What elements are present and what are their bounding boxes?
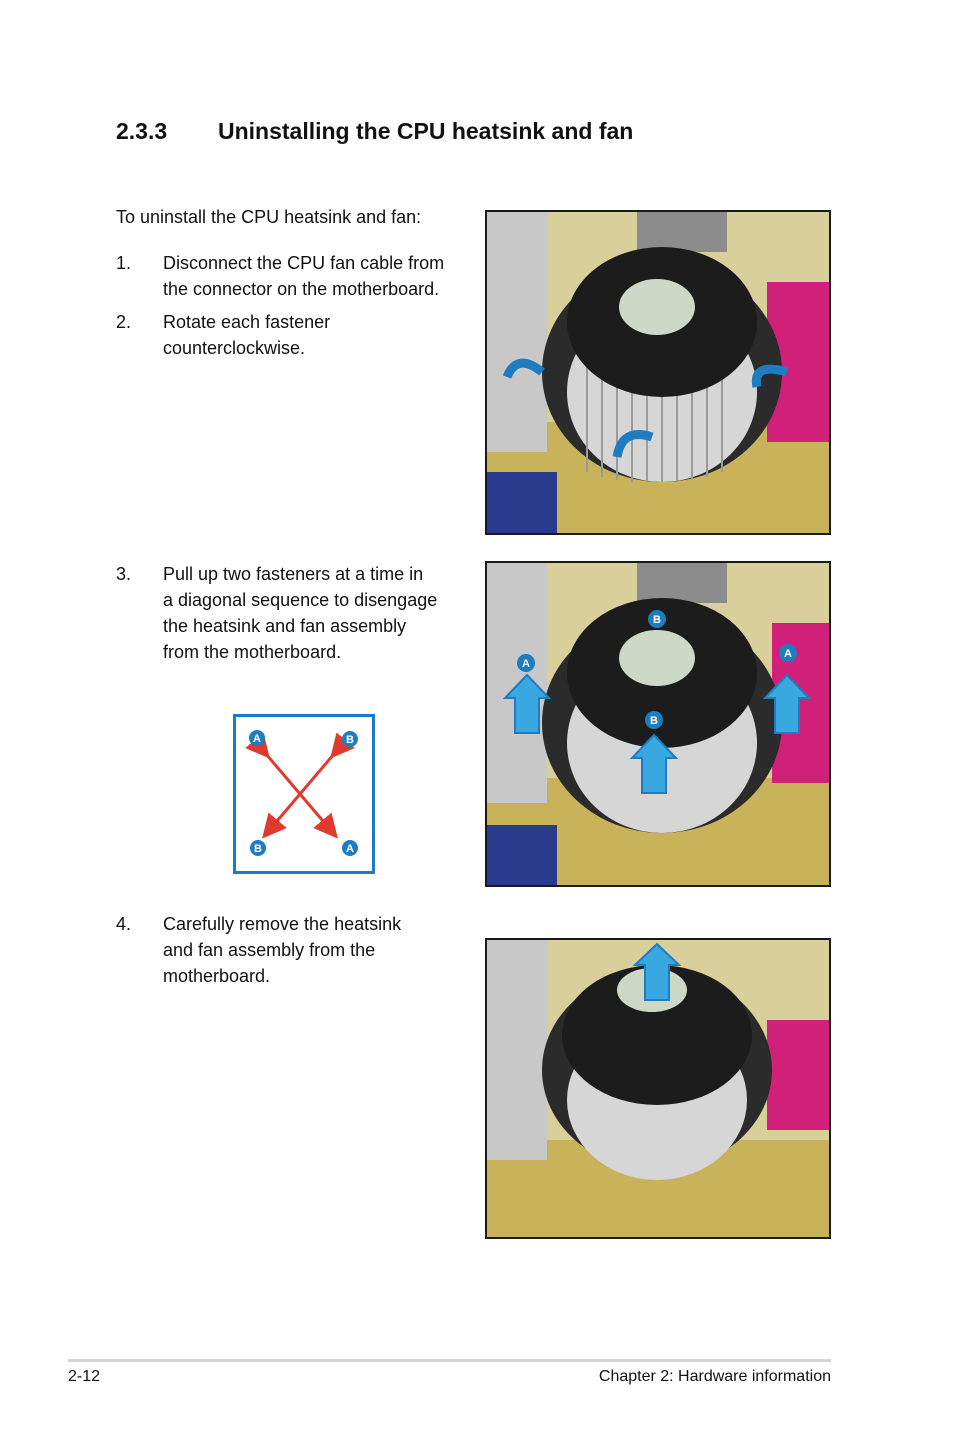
step-1-number: 1. xyxy=(116,253,132,273)
step-3-number: 3. xyxy=(116,564,132,584)
chapter-title: Chapter 2: Hardware information xyxy=(598,1368,831,1385)
step-1-text: Disconnect the CPU fan cable from the co… xyxy=(163,253,445,299)
label-top-left: A xyxy=(253,733,261,745)
step-2-text: Rotate each fastener counterclockwise. xyxy=(163,312,331,358)
footer-divider xyxy=(68,1359,831,1362)
fastener-sequence-diagram: A B B A xyxy=(233,714,375,874)
photo2-label-center: B xyxy=(650,715,658,727)
step-2-number: 2. xyxy=(116,312,132,332)
section-title: Uninstalling the CPU heatsink and fan xyxy=(218,118,634,144)
fastener-marker-bottom-right xyxy=(342,840,358,856)
photo-rotate-fasteners xyxy=(485,210,831,535)
label-top-right: B xyxy=(346,734,354,746)
fastener-marker-bottom-left xyxy=(250,840,266,856)
label-bottom-right: A xyxy=(346,843,354,855)
label-bottom-left: B xyxy=(254,843,262,855)
section-number: 2.3.3 xyxy=(116,118,168,144)
step-4-number: 4. xyxy=(116,914,132,934)
page-number: 2-12 xyxy=(68,1368,101,1385)
photo2-label-top: B xyxy=(653,614,661,626)
diagonal-arrow-b xyxy=(262,732,355,839)
photo2-label-right: A xyxy=(784,648,792,660)
photo2-label-left: A xyxy=(522,658,530,670)
photo-remove-assembly xyxy=(485,938,831,1239)
intro-text: To uninstall the CPU heatsink and fan: xyxy=(116,207,422,227)
step-3-text: Pull up two fasteners at a time in a dia… xyxy=(163,564,438,662)
photo-pull-fasteners: B A A B xyxy=(485,561,831,887)
fastener-marker-top-right xyxy=(342,731,358,747)
sequence-diagram-graphic: A B B A xyxy=(245,730,358,856)
fastener-marker-top-left xyxy=(249,730,265,746)
step-4-text: Carefully remove the heatsink and fan as… xyxy=(163,914,402,986)
